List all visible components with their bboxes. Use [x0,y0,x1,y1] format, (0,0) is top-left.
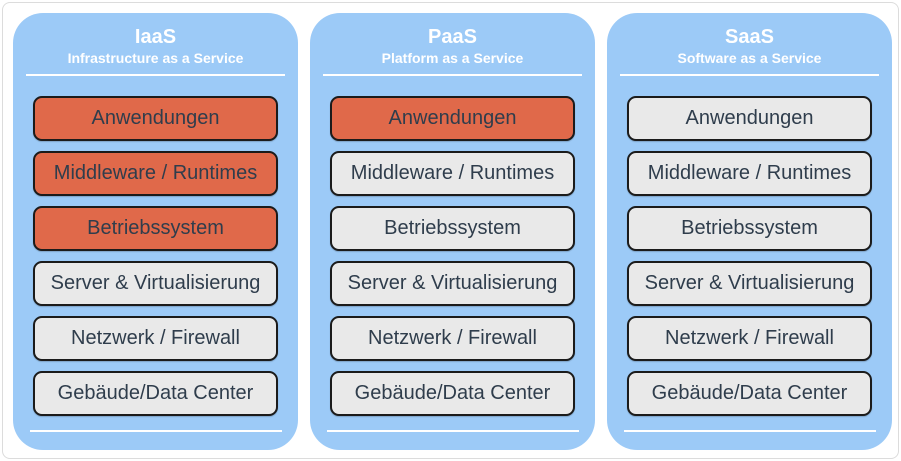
stack-box-server-virtualisierung: Server & Virtualisierung [627,261,872,306]
column-subtitle: Platform as a Service [381,50,524,66]
stack-box-label: Server & Virtualisierung [347,272,558,294]
stack-box-label: Middleware / Runtimes [53,162,258,184]
stack-box-netzwerk-firewall: Netzwerk / Firewall [33,316,278,361]
stack-box-anwendungen: Anwendungen [627,96,872,141]
column-title: SaaS [725,26,774,48]
stack-box-gebaeude-data-center: Gebäude/Data Center [33,371,278,416]
stack-box-netzwerk-firewall: Netzwerk / Firewall [330,316,575,361]
stack-box-label: Server & Virtualisierung [644,272,855,294]
column-title: IaaS [134,26,177,48]
column-paas: PaaS Platform as a Service Anwendungen M… [310,13,595,450]
stack-rows: Anwendungen Middleware / Runtimes Betrie… [627,96,872,416]
stack-box-middleware-runtimes: Middleware / Runtimes [33,151,278,196]
column-saas: SaaS Software as a Service Anwendungen M… [607,13,892,450]
stack-box-server-virtualisierung: Server & Virtualisierung [330,261,575,306]
stack-box-label: Middleware / Runtimes [350,162,555,184]
stack-box-gebaeude-data-center: Gebäude/Data Center [330,371,575,416]
stack-box-gebaeude-data-center: Gebäude/Data Center [627,371,872,416]
column-iaas: IaaS Infrastructure as a Service Anwendu… [13,13,298,450]
stack-box-label: Gebäude/Data Center [651,382,848,404]
stack-rows: Anwendungen Middleware / Runtimes Betrie… [330,96,575,416]
column-title: PaaS [428,26,477,48]
stack-box-anwendungen: Anwendungen [33,96,278,141]
stack-box-betriebssystem: Betriebssystem [330,206,575,251]
column-subtitle: Infrastructure as a Service [67,50,244,66]
stack-box-server-virtualisierung: Server & Virtualisierung [33,261,278,306]
column-subtitle: Software as a Service [677,50,822,66]
footer-divider [623,430,876,432]
header-divider [323,74,582,76]
footer-divider [326,430,579,432]
stack-box-middleware-runtimes: Middleware / Runtimes [330,151,575,196]
stack-box-label: Netzwerk / Firewall [71,327,240,349]
stack-box-label: Betriebssystem [87,217,224,239]
stack-box-netzwerk-firewall: Netzwerk / Firewall [627,316,872,361]
stack-box-label: Netzwerk / Firewall [368,327,537,349]
stack-box-anwendungen: Anwendungen [330,96,575,141]
stack-box-label: Anwendungen [685,107,814,129]
stack-box-label: Gebäude/Data Center [354,382,551,404]
header-divider [26,74,285,76]
footer-divider [29,430,282,432]
stack-box-middleware-runtimes: Middleware / Runtimes [627,151,872,196]
stack-box-label: Middleware / Runtimes [647,162,852,184]
stack-box-betriebssystem: Betriebssystem [33,206,278,251]
stack-box-label: Betriebssystem [384,217,521,239]
header-divider [620,74,879,76]
stack-box-label: Server & Virtualisierung [50,272,261,294]
stack-box-label: Anwendungen [91,107,220,129]
stack-box-label: Gebäude/Data Center [57,382,254,404]
stack-box-label: Betriebssystem [681,217,818,239]
stack-box-label: Anwendungen [388,107,517,129]
stack-box-betriebssystem: Betriebssystem [627,206,872,251]
stack-rows: Anwendungen Middleware / Runtimes Betrie… [33,96,278,416]
stack-box-label: Netzwerk / Firewall [665,327,834,349]
